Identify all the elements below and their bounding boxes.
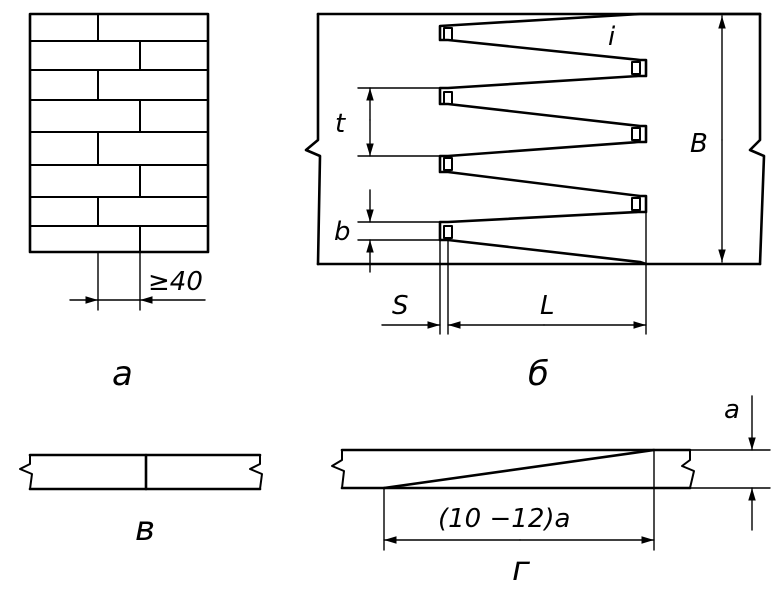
- butt-right-break: [249, 454, 263, 490]
- dimension-overlap: ≥40: [69, 251, 206, 311]
- dimension-t: t: [335, 87, 441, 157]
- dimension-b: b: [334, 189, 441, 273]
- board-right-break: [748, 12, 766, 266]
- caption-v: в: [135, 509, 155, 549]
- scarf-slope: [382, 448, 656, 490]
- label-thickness-a: a: [724, 395, 740, 425]
- caption-g: г: [512, 549, 531, 589]
- label-L: L: [540, 291, 555, 321]
- dimension-thickness-a: a: [689, 395, 771, 531]
- butt-left-break: [19, 454, 33, 490]
- scarf-left-break: [331, 449, 345, 489]
- figure-v-butt-joint: в: [19, 453, 263, 549]
- board-left-break: [304, 12, 322, 266]
- finger-profile: [438, 12, 762, 266]
- label-S: S: [392, 291, 409, 321]
- scarf-right-break: [681, 449, 695, 489]
- figure-g-scarf-joint: (10 −12)a a г: [331, 395, 771, 589]
- finger-tip-gaps: [443, 27, 641, 239]
- dimension-scarf-length: (10 −12)a: [383, 449, 655, 551]
- label-b: b: [334, 217, 351, 247]
- caption-a: а: [112, 354, 133, 394]
- figure-b-finger-joint: i t b B: [304, 12, 766, 394]
- dimension-S-L: S L: [381, 211, 647, 335]
- brick-courses: [29, 40, 209, 227]
- dimension-B: B: [690, 15, 726, 263]
- caption-b: б: [528, 354, 549, 394]
- label-i: i: [608, 22, 616, 52]
- label-B: B: [690, 129, 708, 159]
- brick-joints: [97, 13, 141, 253]
- overlap-label: ≥40: [148, 267, 203, 297]
- label-scarf-length: (10 −12)a: [438, 504, 570, 534]
- label-t: t: [335, 109, 346, 139]
- figure-a-brick-joint: ≥40 а: [28, 12, 210, 394]
